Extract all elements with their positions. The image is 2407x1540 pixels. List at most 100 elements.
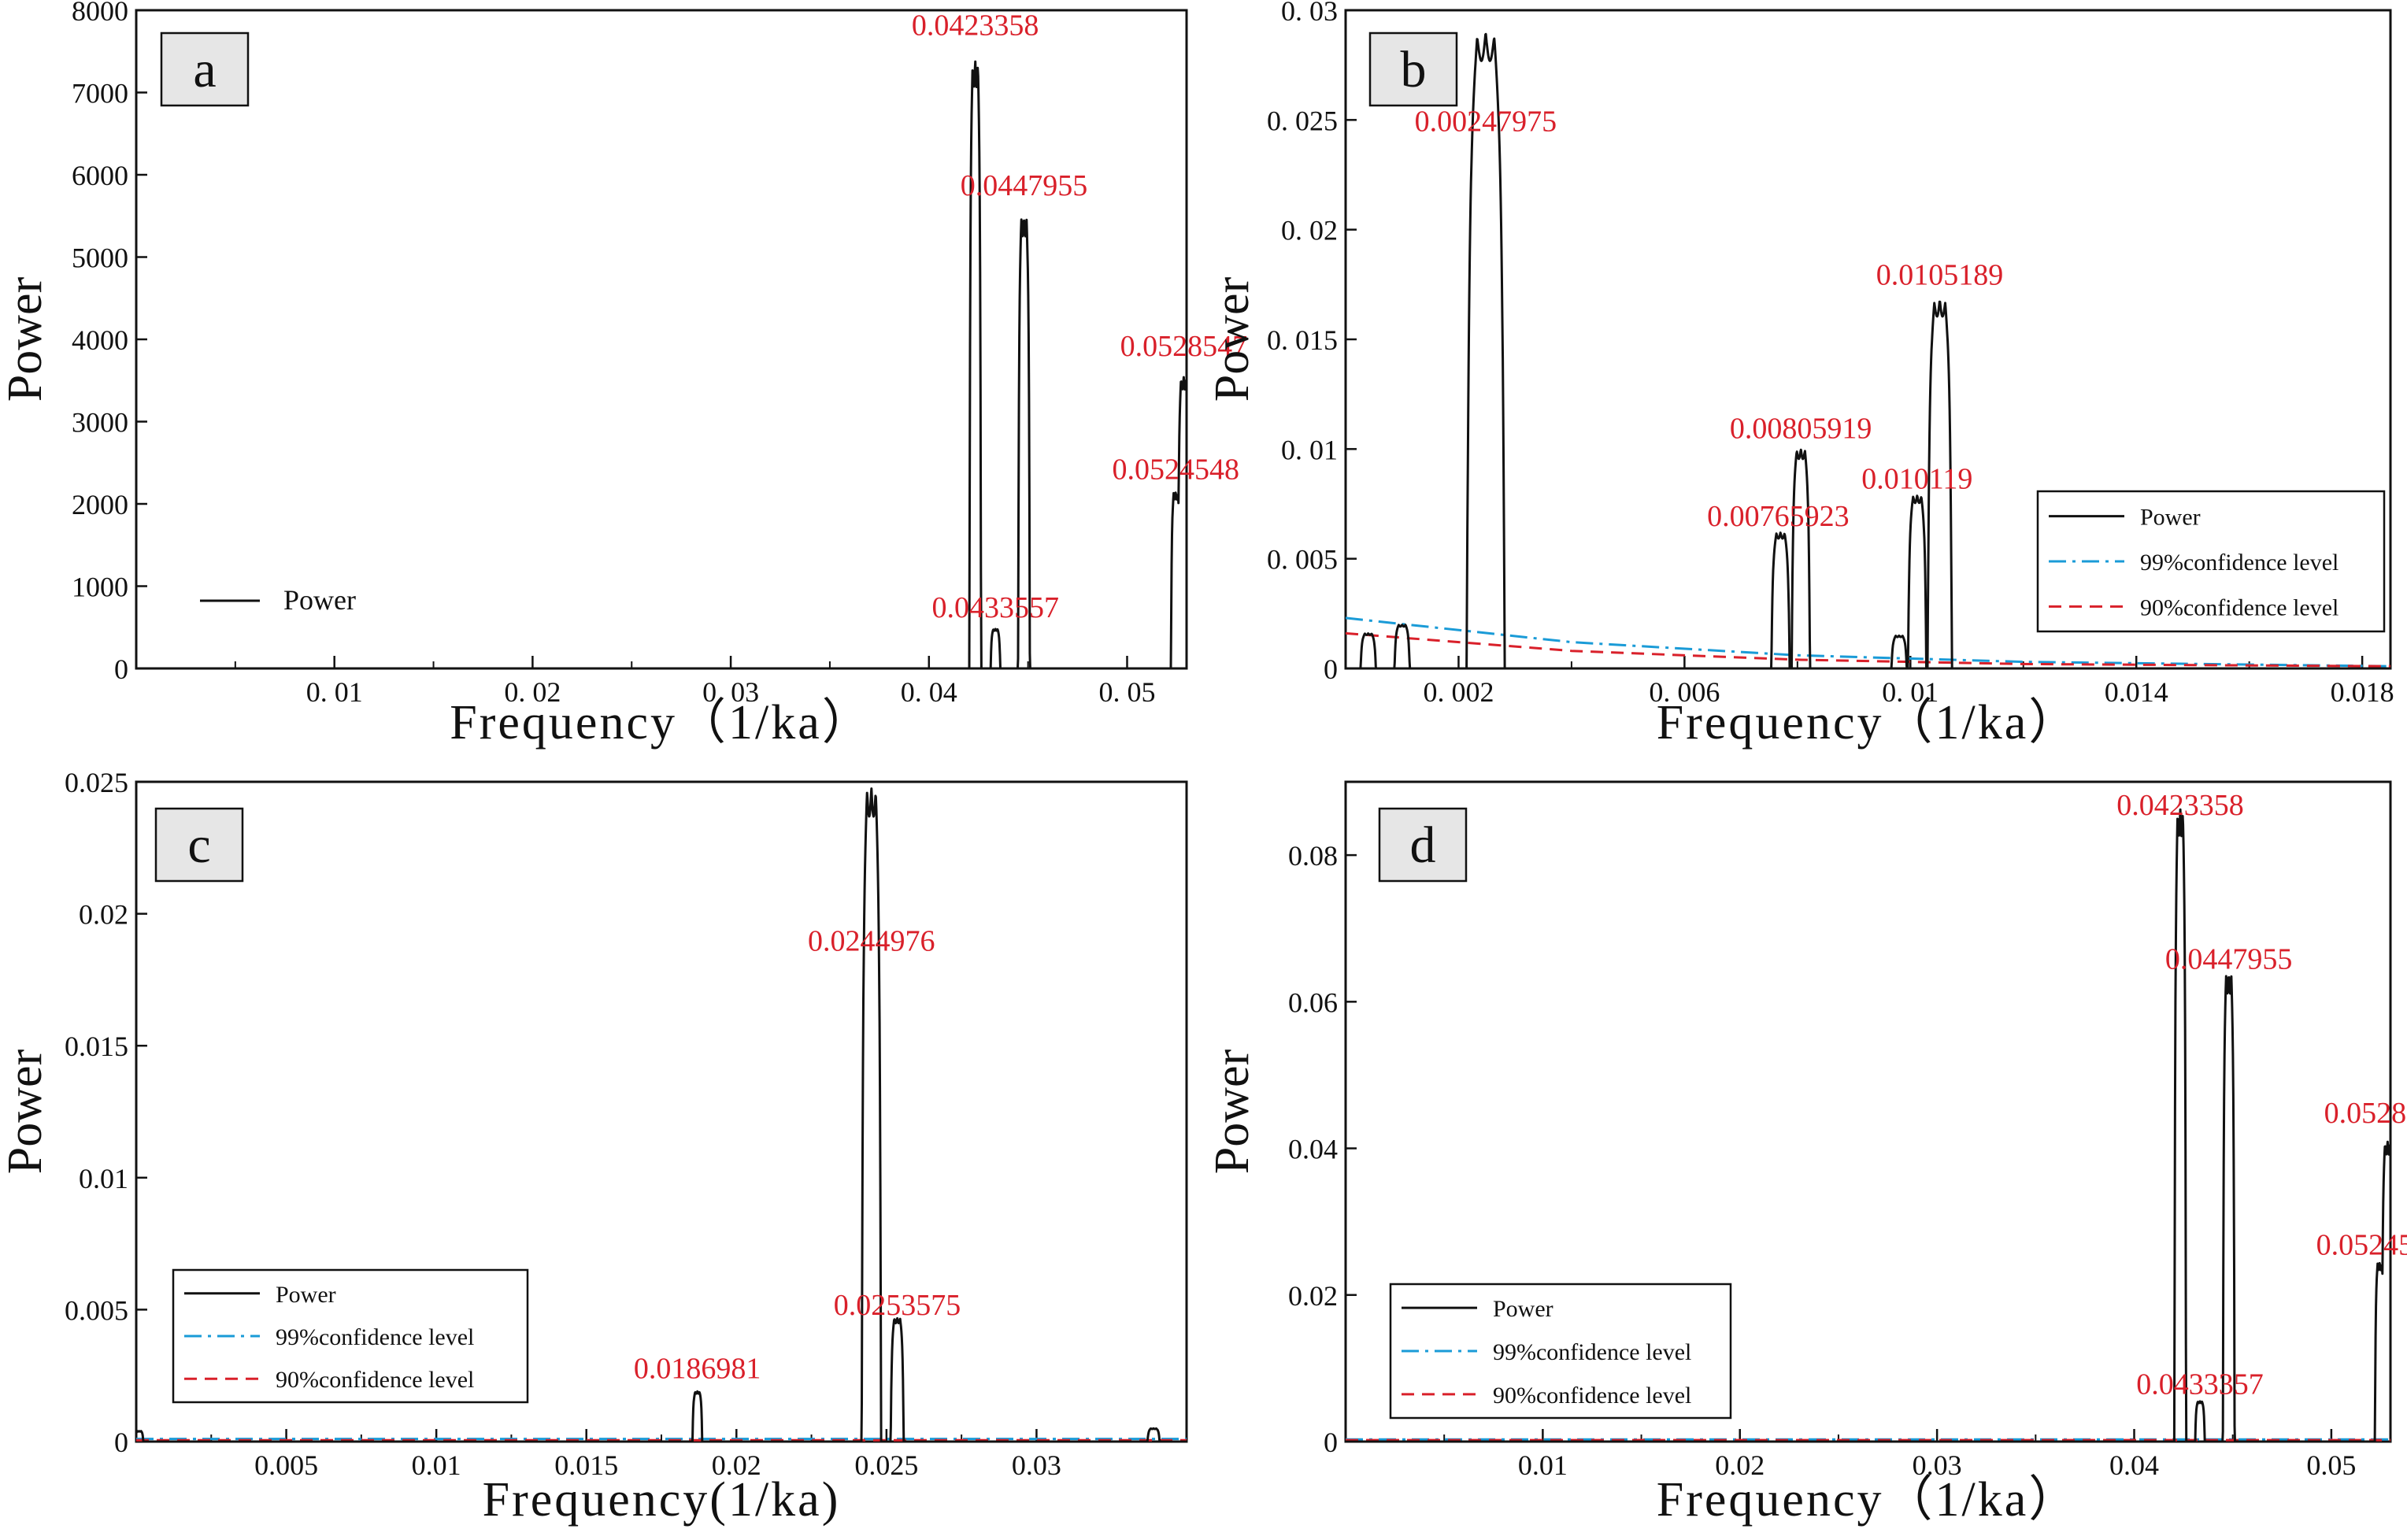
x-tick-label: 0.02 xyxy=(1715,1449,1765,1481)
x-tick-label: 0. 05 xyxy=(1098,676,1155,708)
x-tick-label: 0.014 xyxy=(2105,676,2168,708)
peak-annotation: 0.0186981 xyxy=(634,1353,761,1386)
y-tick-label: 0.005 xyxy=(65,1294,128,1326)
legend-label: 99%confidence level xyxy=(1493,1339,1691,1365)
panel-label: b xyxy=(1401,41,1427,98)
y-tick-label: 0.025 xyxy=(65,767,128,798)
y-tick-label: 0. 01 xyxy=(1281,434,1338,465)
legend-label: 90%confidence level xyxy=(2140,594,2338,620)
x-tick-label: 0. 01 xyxy=(1882,676,1939,708)
peak-annotation: 0.0524548 xyxy=(1113,453,1240,487)
peak-annotation: 0.010119 xyxy=(1861,462,1972,495)
x-tick-label: 0. 02 xyxy=(504,676,561,708)
y-tick-label: 0.015 xyxy=(65,1031,128,1062)
legend-label: Power xyxy=(276,1282,336,1308)
x-tick-label: 0. 03 xyxy=(702,676,759,708)
x-tick-label: 0.05 xyxy=(2306,1449,2356,1481)
legend: Power 99%confidence level 90%confidence le… xyxy=(2036,490,2386,633)
y-tick-label: 1000 xyxy=(72,572,128,603)
panel-label: a xyxy=(193,41,216,98)
y-tick-label: 5000 xyxy=(72,242,128,274)
legend: Power xyxy=(200,584,356,616)
y-axis-label: Power xyxy=(0,1049,52,1174)
legend-label: 90%confidence level xyxy=(276,1367,474,1393)
y-tick-label: 0. 03 xyxy=(1281,0,1338,27)
panel-label-box xyxy=(1378,807,1468,883)
x-tick-label: 0.025 xyxy=(854,1449,918,1481)
y-axis-label: Power xyxy=(1205,276,1259,402)
y-axis-label: Power xyxy=(0,276,52,402)
x-tick-label: 0. 04 xyxy=(901,676,957,708)
peak-annotation: 0.0105189 xyxy=(1876,258,2004,291)
chart-panel-d: 0.02 0.04 0.06 0.08 0 0.01 0.02 0.03 0.04 0.05Fre… xyxy=(1205,780,2407,1527)
x-tick-label: 0.04 xyxy=(2109,1449,2159,1481)
x-tick-label: 0.01 xyxy=(412,1449,461,1481)
y-zero-label: 0 xyxy=(1324,1427,1338,1458)
peak-annotation: 0.0528547 xyxy=(2324,1097,2407,1130)
peak-annotation: 0.00805919 xyxy=(1730,412,1872,445)
x-tick-label: 0.03 xyxy=(1913,1449,1962,1481)
power-line xyxy=(136,60,1187,668)
peak-annotation: 0.0447955 xyxy=(2165,942,2293,975)
peak-annotation: 0.0433557 xyxy=(932,591,1060,624)
y-tick-label: 0.02 xyxy=(79,899,128,931)
x-axis-label: Frequency（1/ka） xyxy=(1657,1473,2079,1527)
peak-annotation: 0.0244976 xyxy=(808,925,935,958)
y-tick-label: 0.06 xyxy=(1288,987,1338,1018)
x-axis-label: Frequency（1/ka） xyxy=(450,696,872,750)
y-tick-label: 0.08 xyxy=(1288,840,1338,872)
legend-label: Power xyxy=(1493,1296,1553,1322)
y-tick-label: 7000 xyxy=(72,78,128,109)
legend: Power 99%confidence level 90%confidence le… xyxy=(172,1268,529,1404)
panel-label: c xyxy=(187,816,210,874)
x-tick-label: 0.005 xyxy=(254,1449,318,1481)
x-tick-label: 0.02 xyxy=(712,1449,761,1481)
y-tick-label: 0. 02 xyxy=(1281,215,1338,246)
chart-panel-a: 1000 2000 3000 4000 5000 6000 7000 8000 0 0. 01 0.… xyxy=(0,0,1247,750)
y-zero-label: 0 xyxy=(114,1427,128,1458)
legend: Power 99%confidence level 90%confidence le… xyxy=(1389,1283,1732,1420)
panel-label-box xyxy=(1368,31,1458,107)
y-tick-label: 0. 025 xyxy=(1267,105,1338,136)
panel-label-box xyxy=(154,807,244,883)
x-tick-label: 0. 006 xyxy=(1649,676,1720,708)
peak-annotation: 0.0423358 xyxy=(2116,789,2244,822)
panel-label: d xyxy=(1410,816,1436,874)
peak-annotation: 0.0524548 xyxy=(2316,1229,2407,1262)
ci90-line xyxy=(1346,631,2390,668)
y-tick-label: 6000 xyxy=(72,160,128,191)
y-tick-label: 0. 015 xyxy=(1267,324,1338,356)
x-tick-label: 0.01 xyxy=(1518,1449,1568,1481)
y-tick-label: 0.04 xyxy=(1288,1134,1338,1165)
panel-label-box xyxy=(160,31,250,107)
peak-annotation: 0.0433357 xyxy=(2136,1368,2264,1401)
x-axis-label: Frequency（1/ka） xyxy=(1657,696,2079,750)
y-axis-label: Power xyxy=(1205,1049,1259,1174)
legend-label: Power xyxy=(283,584,356,616)
x-tick-label: 0.03 xyxy=(1012,1449,1061,1481)
peak-annotation: 0.00247975 xyxy=(1415,105,1557,138)
peak-annotation: 0.00765923 xyxy=(1707,500,1850,533)
y-tick-label: 8000 xyxy=(72,0,128,27)
x-axis-label: Frequency(1/ka) xyxy=(483,1473,841,1527)
ci99-line xyxy=(1346,616,2390,668)
y-zero-label: 0 xyxy=(1324,653,1338,685)
peak-annotation: 0.0253575 xyxy=(834,1289,961,1322)
legend-label: 99%confidence level xyxy=(276,1324,474,1350)
x-tick-label: 0.018 xyxy=(2331,676,2394,708)
y-tick-label: 4000 xyxy=(72,324,128,356)
y-tick-label: 2000 xyxy=(72,489,128,520)
x-tick-label: 0. 01 xyxy=(306,676,363,708)
y-tick-label: 0.01 xyxy=(79,1163,128,1194)
x-tick-label: 0. 002 xyxy=(1423,676,1494,708)
legend-label: Power xyxy=(2140,505,2201,531)
y-tick-label: 3000 xyxy=(72,407,128,439)
peak-annotation: 0.0447955 xyxy=(961,169,1088,202)
y-zero-label: 0 xyxy=(114,653,128,685)
y-tick-label: 0.02 xyxy=(1288,1280,1338,1312)
legend-label: 90%confidence level xyxy=(1493,1383,1691,1409)
legend-label: 99%confidence level xyxy=(2140,550,2338,576)
peak-annotation: 0.0423358 xyxy=(912,9,1039,42)
